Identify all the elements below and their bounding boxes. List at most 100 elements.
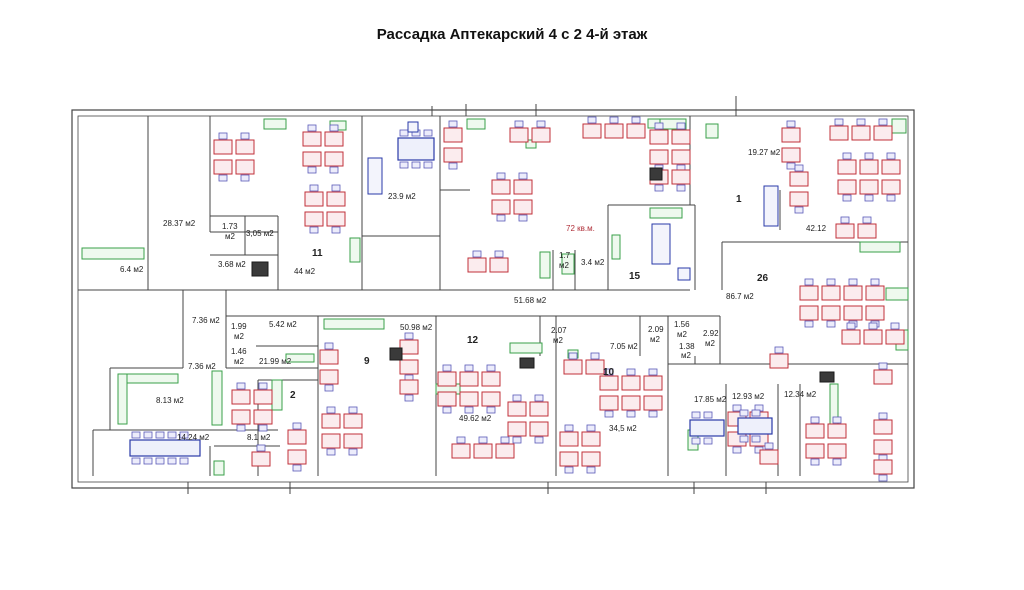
chair — [329, 166, 339, 174]
desk — [626, 123, 646, 139]
chair — [399, 129, 409, 137]
blue-cabinet — [677, 267, 691, 281]
chair — [631, 116, 641, 124]
chair — [626, 410, 636, 418]
desk — [821, 285, 841, 301]
chair — [179, 431, 189, 439]
area-label: 1.38 — [679, 342, 695, 351]
chair — [862, 216, 872, 224]
storage-cabinet — [611, 234, 621, 260]
chair — [870, 278, 880, 286]
chair — [496, 172, 506, 180]
chair — [423, 161, 433, 169]
chair — [464, 364, 474, 372]
chair — [348, 406, 358, 414]
chair — [886, 152, 896, 160]
desk — [319, 349, 339, 365]
area-label: м2 — [705, 339, 716, 348]
chair — [804, 320, 814, 328]
storage-cabinet — [561, 253, 575, 275]
area-label: м2 — [650, 335, 661, 344]
chair — [834, 118, 844, 126]
desk — [881, 179, 901, 195]
chair — [604, 368, 614, 376]
area-label: 1.56 — [674, 320, 690, 329]
area-label: 1.7 — [559, 251, 571, 260]
chair — [331, 226, 341, 234]
desk — [769, 353, 789, 369]
desk — [885, 329, 905, 345]
area-label: м2 — [681, 351, 692, 360]
chair — [155, 457, 165, 465]
inner-wall — [77, 115, 909, 483]
desk — [843, 285, 863, 301]
desk — [235, 139, 255, 155]
desk — [599, 375, 619, 391]
chair — [179, 457, 189, 465]
desk — [582, 123, 602, 139]
desk — [857, 223, 877, 239]
area-label: м2 — [559, 261, 570, 270]
desk — [827, 443, 847, 459]
chair — [832, 458, 842, 466]
desk — [481, 391, 501, 407]
chair — [609, 116, 619, 124]
chair — [654, 184, 664, 192]
room-number: 10 — [603, 367, 615, 378]
chair — [423, 129, 433, 137]
desk — [489, 257, 509, 273]
area-label: 12.34 м2 — [784, 390, 817, 399]
chair — [292, 422, 302, 430]
chair — [534, 394, 544, 402]
chair — [486, 364, 496, 372]
desk — [326, 191, 346, 207]
chair — [564, 466, 574, 474]
area-label: 51.68 м2 — [514, 296, 547, 305]
desk — [321, 413, 341, 429]
chair — [442, 406, 452, 414]
area-label: 28.37 м2 — [163, 219, 196, 228]
desk — [585, 359, 605, 375]
meeting-table — [397, 137, 435, 161]
storage-cabinet — [509, 342, 543, 354]
desk — [843, 305, 863, 321]
chair — [534, 436, 544, 444]
desk — [581, 431, 601, 447]
chair — [218, 132, 228, 140]
printer — [251, 261, 269, 277]
storage-cabinet — [211, 370, 223, 426]
desk — [507, 421, 527, 437]
storage-cabinet — [649, 207, 683, 219]
desk — [649, 149, 669, 165]
chair — [864, 152, 874, 160]
chair — [442, 364, 452, 372]
printer — [389, 347, 403, 361]
chair — [890, 322, 900, 330]
chair — [131, 431, 141, 439]
chair — [878, 118, 888, 126]
chair — [324, 342, 334, 350]
desk — [304, 191, 324, 207]
chair — [586, 466, 596, 474]
desk — [837, 159, 857, 175]
desk — [459, 371, 479, 387]
chair — [536, 120, 546, 128]
chair — [764, 442, 774, 450]
chair — [326, 406, 336, 414]
desk — [821, 305, 841, 321]
desk — [507, 401, 527, 417]
desk — [459, 391, 479, 407]
chair — [240, 174, 250, 182]
desk — [324, 131, 344, 147]
desk — [873, 369, 893, 385]
chair — [404, 332, 414, 340]
chair — [399, 161, 409, 169]
chair — [786, 120, 796, 128]
chair — [732, 446, 742, 454]
chair — [236, 424, 246, 432]
chair — [648, 410, 658, 418]
desk — [304, 211, 324, 227]
area-label: 21.99 м2 — [259, 357, 292, 366]
desk — [559, 431, 579, 447]
desk — [873, 459, 893, 475]
